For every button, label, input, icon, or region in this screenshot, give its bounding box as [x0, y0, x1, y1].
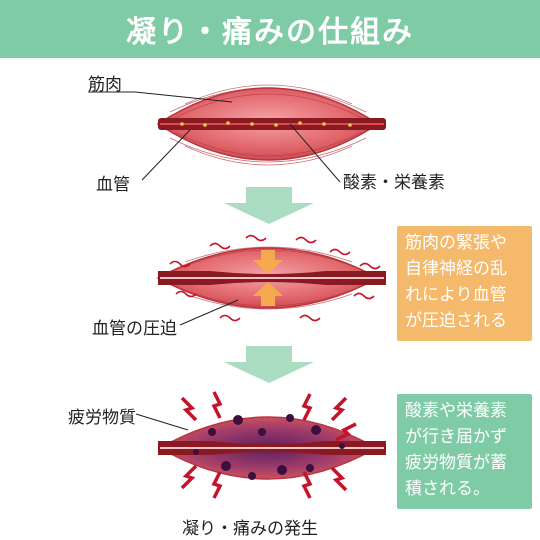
- blood-vessel-normal: [158, 118, 386, 130]
- compression-note: 筋肉の緊張や 自律神経の乱 れにより血管 が圧迫される: [397, 226, 532, 341]
- tension-marks: [169, 234, 381, 322]
- squeeze-arrow-up: [253, 282, 283, 306]
- note-line: が行き届かず: [405, 427, 507, 447]
- note-line: 疲労物質が蓄: [405, 453, 507, 473]
- squeeze-arrow-down: [253, 250, 283, 274]
- fatigue-particles: [193, 414, 345, 480]
- note-line: 筋肉の緊張や: [405, 233, 507, 253]
- leader-line-stage2: [179, 299, 239, 326]
- muscle-label: 筋肉: [88, 75, 122, 95]
- fatigue-note: 酸素や栄養素 が行き届かず 疲労物質が蓄 積される。: [397, 394, 532, 509]
- blood-vessel-compressed: [158, 271, 386, 285]
- blood-vessel-fatigued: [158, 441, 386, 455]
- note-line: 酸素や栄養素: [405, 401, 507, 421]
- compression-label: 血管の圧迫: [92, 319, 177, 339]
- leader-line-stage3: [135, 413, 189, 431]
- title-banner: 凝り・痛みの仕組み: [0, 0, 540, 58]
- pain-marks: [180, 391, 357, 499]
- down-arrow-1: [224, 187, 314, 224]
- squeeze-arrows: [253, 250, 283, 306]
- result-caption: 凝り・痛みの発生: [182, 519, 318, 539]
- note-line: れにより血管: [405, 285, 507, 305]
- note-line: が圧迫される: [405, 311, 507, 331]
- vessel-label: 血管: [96, 175, 130, 195]
- leader-lines-stage1: [88, 91, 341, 183]
- page-title: 凝り・痛みの仕組み: [126, 15, 414, 50]
- down-arrow-2: [224, 346, 314, 383]
- note-line: 自律神経の乱: [405, 259, 507, 279]
- note-line: 積される。: [405, 479, 490, 499]
- nutrient-dots: [180, 121, 352, 127]
- fatigue-label: 疲労物質: [68, 408, 136, 428]
- nutrient-label: 酸素・栄養素: [343, 173, 445, 193]
